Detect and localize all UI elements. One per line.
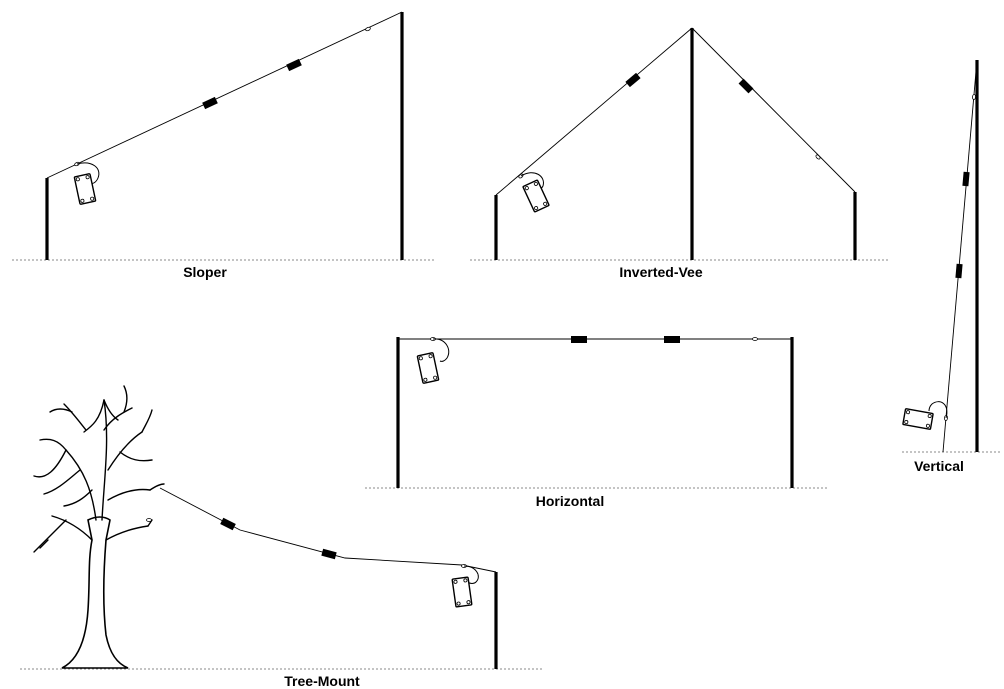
sloper-configuration: Sloper	[12, 11, 436, 280]
sloper-tuner-box	[73, 172, 97, 206]
inverted-vee-configuration: Inverted-Vee	[470, 27, 890, 280]
vertical-insulator-lower	[955, 263, 963, 279]
vertical-tuner-box	[902, 407, 934, 431]
inverted-vee-left-wire	[495, 27, 693, 196]
horizontal-eyelet-right	[752, 337, 758, 341]
tree-mount-label: Tree-Mount	[284, 673, 360, 689]
tree-mount-insulator-right	[321, 548, 337, 560]
vertical-wire	[942, 59, 978, 453]
tree-mount-coax	[463, 565, 479, 584]
vertical-coax	[928, 401, 948, 419]
horizontal-insulator-right	[664, 336, 680, 343]
inverted-vee-eyelet-right	[815, 154, 821, 160]
vertical-eyelet-top	[972, 94, 976, 100]
horizontal-coax	[432, 338, 450, 362]
sloper-eyelet-top	[365, 26, 371, 32]
sloper-insulator-lower	[202, 96, 218, 110]
inverted-vee-tuner-box	[522, 179, 550, 213]
sloper-label: Sloper	[183, 264, 227, 280]
inverted-vee-insulator-right	[738, 78, 754, 94]
tree-mount-wire	[159, 487, 497, 573]
tree-mount-configuration: Tree-Mount	[20, 385, 543, 689]
tree-icon	[33, 385, 165, 669]
inverted-vee-right-wire	[691, 27, 856, 193]
sloper-insulator-upper	[286, 58, 302, 72]
tree-mount-insulator-left	[220, 517, 236, 531]
horizontal-tuner-box	[416, 351, 440, 385]
horizontal-insulator-left	[571, 336, 587, 343]
vertical-label: Vertical	[914, 458, 964, 474]
vertical-insulator-upper	[962, 171, 970, 187]
horizontal-configuration: Horizontal	[365, 336, 828, 509]
tree-mount-eyelet-tree	[146, 518, 152, 522]
inverted-vee-label: Inverted-Vee	[619, 264, 702, 280]
inverted-vee-insulator-left	[625, 72, 641, 88]
tree-mount-tuner-box	[451, 576, 473, 608]
sloper-wire	[46, 11, 403, 179]
vertical-configuration: Vertical	[902, 59, 1002, 474]
horizontal-label: Horizontal	[536, 493, 604, 509]
